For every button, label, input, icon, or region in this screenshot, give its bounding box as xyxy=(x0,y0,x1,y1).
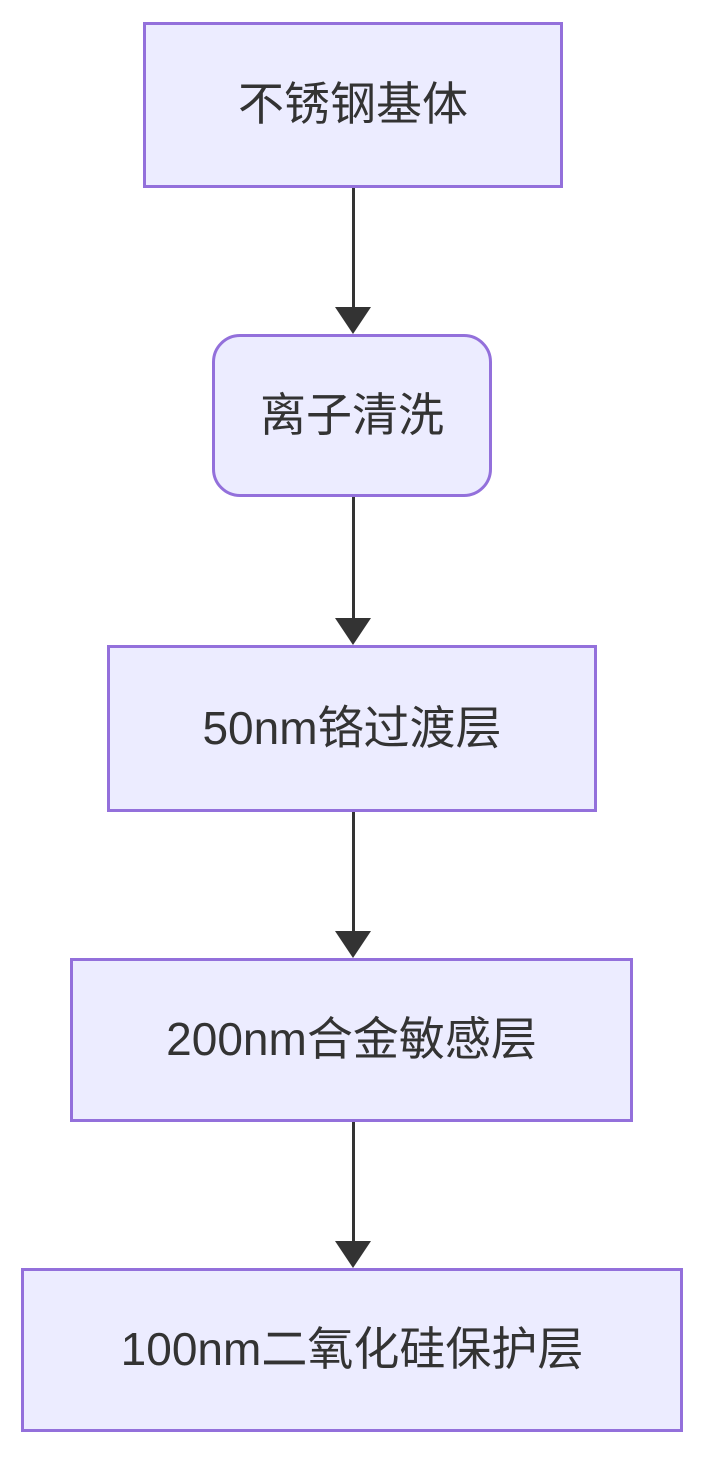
arrowhead-down-icon xyxy=(335,307,371,334)
flow-node-alloy-sensitive-layer: 200nm合金敏感层 xyxy=(70,958,633,1122)
arrow-line xyxy=(351,497,355,618)
arrow-line xyxy=(351,188,355,307)
arrowhead-down-icon xyxy=(335,931,371,958)
flow-node-substrate: 不锈钢基体 xyxy=(143,22,563,188)
arrow-line xyxy=(351,812,355,931)
flow-node-label: 100nm二氧化硅保护层 xyxy=(120,1323,584,1376)
edge-step1-step2 xyxy=(335,188,371,334)
flow-node-label: 离子清洗 xyxy=(260,388,444,441)
arrowhead-down-icon xyxy=(335,618,371,645)
flow-node-silica-protective-layer: 100nm二氧化硅保护层 xyxy=(21,1268,683,1432)
flow-node-chromium-layer: 50nm铬过渡层 xyxy=(107,645,597,812)
edge-step2-step3 xyxy=(335,497,371,645)
edge-step4-step5 xyxy=(335,1122,371,1268)
arrow-line xyxy=(351,1122,355,1241)
flow-node-label: 不锈钢基体 xyxy=(238,78,468,131)
flow-node-label: 200nm合金敏感层 xyxy=(166,1013,537,1066)
flow-node-ion-cleaning: 离子清洗 xyxy=(212,334,492,497)
flow-node-label: 50nm铬过渡层 xyxy=(202,701,502,754)
edge-step3-step4 xyxy=(335,812,371,958)
arrowhead-down-icon xyxy=(335,1241,371,1268)
